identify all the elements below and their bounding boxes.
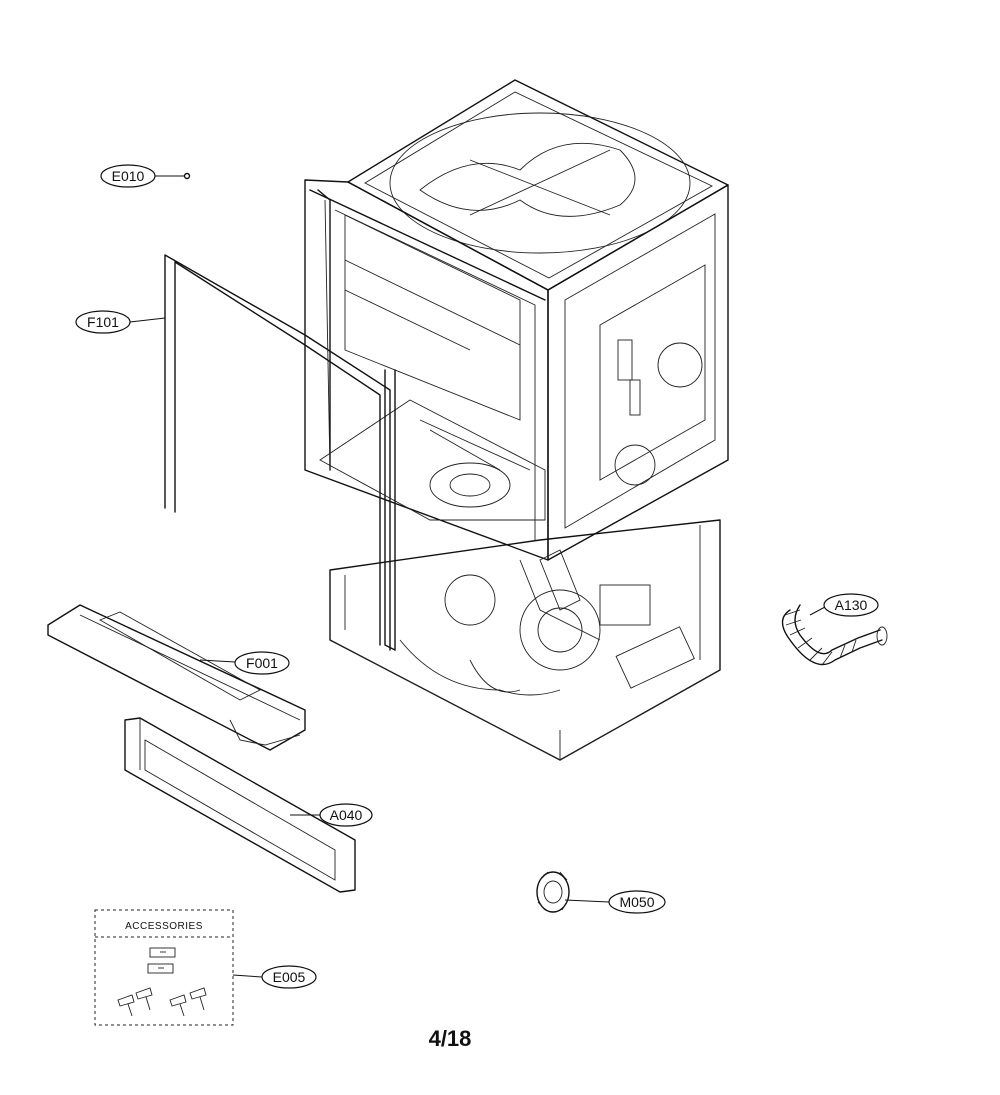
base-assembly <box>329 369 721 761</box>
part-m050 <box>536 871 570 913</box>
callout-m050: M050 <box>608 890 666 914</box>
svg-text:E005: E005 <box>273 969 306 985</box>
svg-text:A130: A130 <box>835 597 868 613</box>
svg-text:F001: F001 <box>246 655 278 671</box>
callout-e010: E010 <box>100 164 156 188</box>
svg-text:A040: A040 <box>330 807 363 823</box>
page-number: 4/18 <box>428 1026 472 1051</box>
svg-text:M050: M050 <box>619 894 654 910</box>
screw-e010 <box>183 172 191 180</box>
accessories-label: ACCESSORIES <box>125 921 203 932</box>
panel-f001 <box>47 604 306 751</box>
accessories-box: ACCESSORIES <box>94 909 234 1026</box>
callout-f101: F101 <box>75 310 131 334</box>
bracket-icon <box>147 947 176 974</box>
callout-a040: A040 <box>319 803 373 827</box>
tub-assembly <box>304 79 729 561</box>
svg-text:E010: E010 <box>112 168 145 184</box>
drain-hose-a130 <box>781 604 888 666</box>
screw-icon <box>117 987 207 1017</box>
callout-f001: F001 <box>234 651 290 675</box>
toe-kick-a040 <box>124 717 356 893</box>
door-gasket-f101 <box>164 254 391 651</box>
svg-text:F101: F101 <box>87 314 119 330</box>
callout-a130: A130 <box>823 593 879 617</box>
callout-e005: E005 <box>261 965 317 989</box>
